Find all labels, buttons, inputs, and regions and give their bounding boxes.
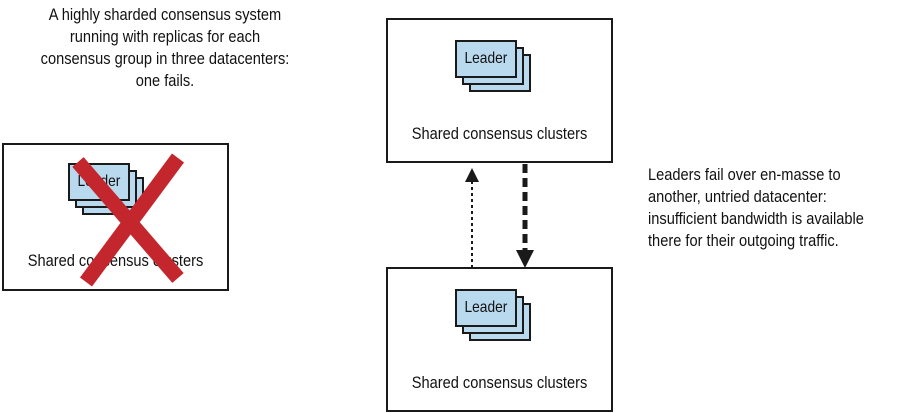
leader-card: Leader bbox=[455, 40, 517, 78]
caption-right-line: insufficient bandwidth is available bbox=[648, 209, 864, 228]
datacenter-failed: Leader Shared consensus clusters bbox=[2, 143, 229, 291]
datacenter-bottom: Leader Shared consensus clusters bbox=[386, 267, 613, 412]
datacenter-top: Leader Shared consensus clusters bbox=[386, 18, 613, 163]
caption-left-line: running with replicas for each bbox=[69, 27, 261, 46]
caption-right: Leaders fail over en-masse to another, u… bbox=[648, 164, 864, 252]
leader-card: Leader bbox=[455, 289, 517, 327]
leader-label: Leader bbox=[464, 299, 508, 316]
arrow-up-dotted bbox=[465, 168, 479, 268]
arrow-down-dashed bbox=[516, 164, 534, 268]
caption-left-line: consensus group in three datacenters: bbox=[40, 49, 290, 68]
cluster-label: Shared consensus clusters bbox=[411, 124, 588, 143]
x-icon bbox=[72, 153, 185, 287]
failover-arrows bbox=[465, 164, 534, 268]
caption-left-line: one fails. bbox=[135, 71, 195, 90]
leader-stack: Leader bbox=[455, 289, 545, 349]
caption-right-line: there for their outgoing traffic. bbox=[648, 231, 839, 250]
leader-stack: Leader bbox=[455, 40, 545, 100]
cluster-label: Shared consensus clusters bbox=[411, 373, 588, 392]
leader-label: Leader bbox=[464, 50, 508, 67]
caption-left: A highly sharded consensus system runnin… bbox=[23, 4, 307, 92]
caption-right-line: Leaders fail over en-masse to bbox=[648, 165, 841, 184]
caption-left-line: A highly sharded consensus system bbox=[48, 5, 282, 24]
caption-right-line: another, untried datacenter: bbox=[648, 187, 827, 206]
